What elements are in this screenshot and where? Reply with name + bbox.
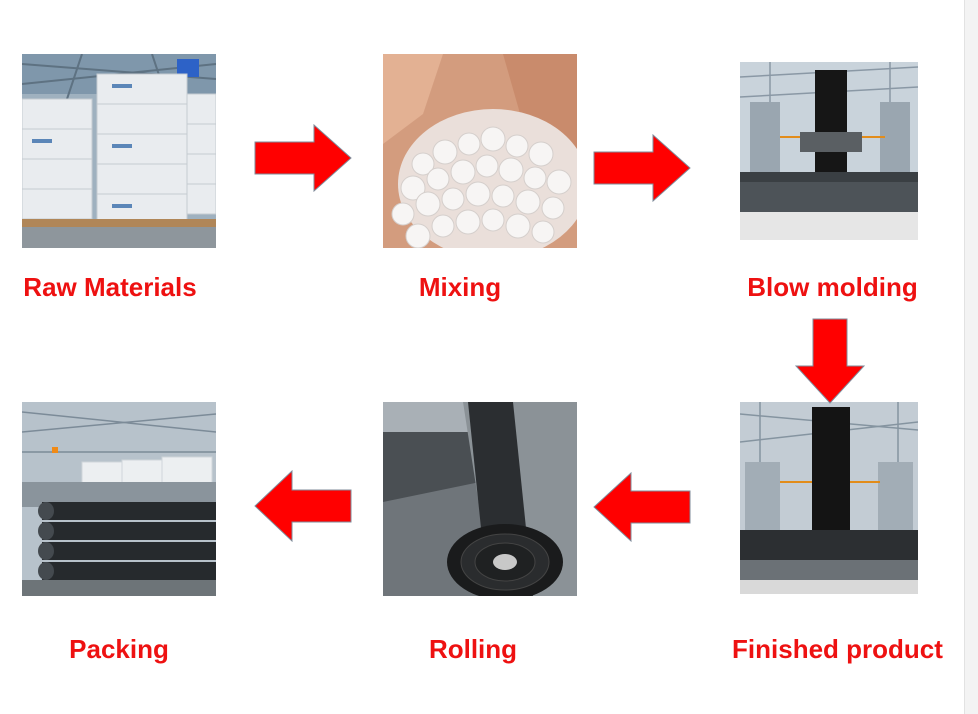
step-label-raw-materials: Raw Materials [23, 272, 197, 302]
arrow-left-icon [254, 470, 352, 542]
step-label-rolling: Rolling [428, 634, 518, 664]
page-edge [964, 0, 978, 714]
arrow-down-icon [795, 318, 865, 404]
arrow-right-icon [254, 124, 352, 192]
step-label-blow-molding: Blow molding [747, 272, 918, 302]
step-label-packing: Packing [69, 634, 169, 664]
mixing-photo [383, 54, 577, 248]
packing-photo [22, 402, 216, 596]
arrow-right-icon [593, 134, 691, 202]
step-label-finished-product: Finished product [732, 634, 943, 664]
blow-molding-photo [740, 62, 918, 240]
rolling-photo [383, 402, 577, 596]
step-label-mixing: Mixing [418, 272, 502, 302]
arrow-left-icon [593, 472, 691, 542]
finished-product-photo [740, 402, 918, 594]
raw-materials-photo [22, 54, 216, 248]
